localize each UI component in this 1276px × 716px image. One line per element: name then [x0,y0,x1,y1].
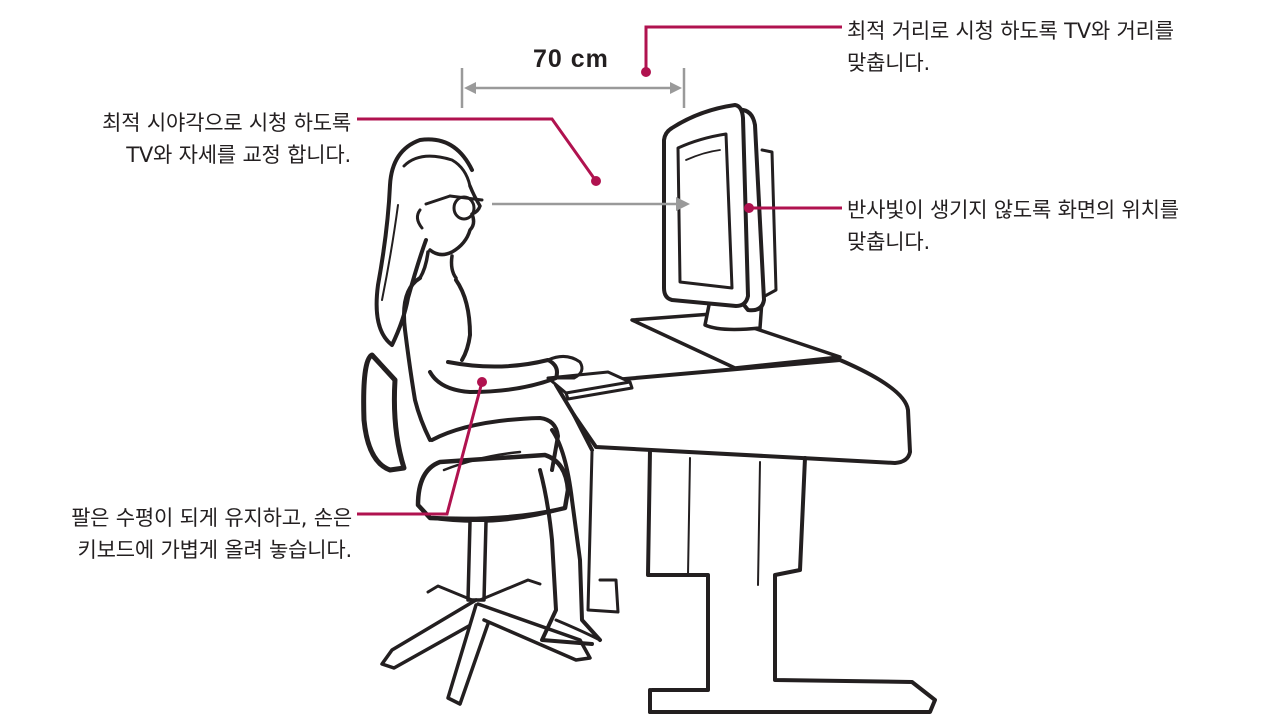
posture-note: 최적 시야각으로 시청 하도록 TV와 자세를 교정 합니다. [102,107,351,171]
distance-dimension [462,68,684,108]
arms-note-line-2: 키보드에 가볍게 올려 놓습니다. [71,534,352,566]
distance-note-line-1: 최적 거리로 시청 하도록 TV와 거리를 [847,15,1174,47]
tv-monitor-illustration [632,105,840,368]
leader-line-distance [646,27,842,72]
arms-note: 팔은 수평이 되게 유지하고, 손은 키보드에 가볍게 올려 놓습니다. [71,502,352,566]
posture-note-line-1: 최적 시야각으로 시청 하도록 [102,107,351,139]
leader-dot-arms [477,377,487,387]
leader-dot-distance [641,67,651,77]
posture-note-line-2: TV와 자세를 교정 합니다. [102,139,351,171]
sight-line-arrow [492,197,690,211]
arms-note-line-1: 팔은 수평이 되게 유지하고, 손은 [71,502,352,534]
distance-note: 최적 거리로 시청 하도록 TV와 거리를 맞춥니다. [847,15,1174,79]
leader-dot-posture [591,176,601,186]
distance-value-label: 70 cm [533,44,609,74]
distance-note-line-2: 맞춥니다. [847,47,1174,79]
chair-illustration [364,355,590,704]
glare-note: 반사빛이 생기지 않도록 화면의 위치를 맞춥니다. [847,194,1179,258]
desk-illustration [556,360,935,712]
glare-note-line-1: 반사빛이 생기지 않도록 화면의 위치를 [847,194,1179,226]
leader-dot-glare [744,203,754,213]
glare-note-line-2: 맞춥니다. [847,226,1179,258]
